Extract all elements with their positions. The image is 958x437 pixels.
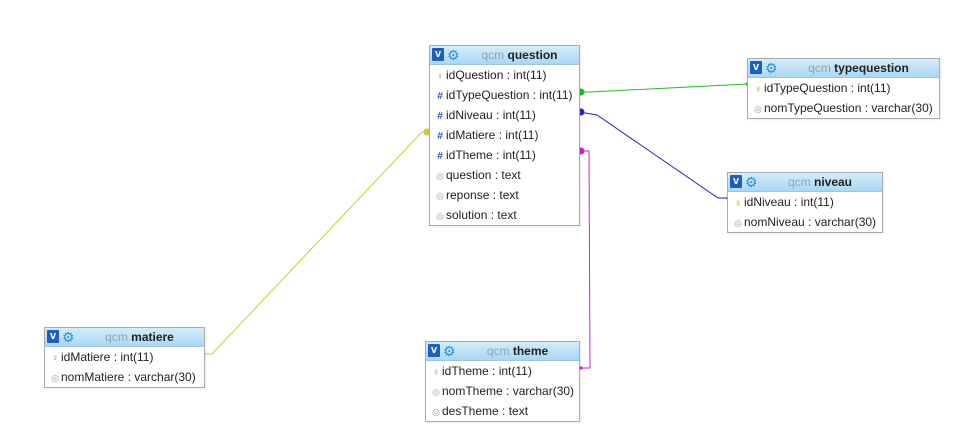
column-icon: ◎ [51,373,59,383]
column-row[interactable]: ◎nomTheme : varchar(30) [426,381,579,401]
column-row[interactable]: ◎desTheme : text [426,401,579,421]
column-label: idTheme : int(11) [446,148,536,162]
database-name: qcm [787,175,811,189]
column-label: question : text [446,168,521,182]
column-label: nomTheme : varchar(30) [442,384,575,398]
column-label: desTheme : text [442,404,529,418]
column-row[interactable]: ◎solution : text [430,205,579,225]
column-icon: ◎ [436,171,444,181]
column-icon: ◎ [754,104,762,114]
table-header[interactable]: v ⚙ qcm theme [426,342,579,361]
column-label: idQuestion : int(11) [446,68,547,82]
gear-icon[interactable]: ⚙ [447,47,460,63]
column-label: idNiveau : int(11) [744,195,834,209]
key-icon: ♀ [432,367,440,378]
table-title: qcm matiere [79,328,200,346]
collapse-toggle-icon[interactable]: v [730,175,742,188]
column-row[interactable]: ◎nomNiveau : varchar(30) [728,212,882,232]
table-title: qcm theme [460,342,575,360]
gear-icon[interactable]: ⚙ [62,329,75,345]
collapse-toggle-icon[interactable]: v [750,61,762,74]
key-icon: ♀ [754,84,762,95]
table-name: theme [512,344,549,358]
column-icon: ◎ [734,218,742,228]
collapse-toggle-icon[interactable]: v [47,330,59,343]
table-title: qcm niveau [762,173,878,191]
column-row[interactable]: ◎question : text [430,165,579,185]
table-typequestion[interactable]: v ⚙ qcm typequestion ♀idTypeQuestion : i… [747,58,940,119]
table-name: typequestion [834,61,909,75]
foreign-key-icon: # [437,111,443,122]
gear-icon[interactable]: ⚙ [745,174,758,190]
database-name: qcm [481,48,505,62]
table-header[interactable]: v ⚙ qcm typequestion [748,59,939,78]
table-question[interactable]: v ⚙ qcm question ♀idQuestion : int(11) #… [429,45,580,226]
key-icon: ♀ [51,353,59,364]
collapse-toggle-icon[interactable]: v [428,344,440,357]
table-title: qcm typequestion [782,59,935,77]
column-label: nomTypeQuestion : varchar(30) [764,101,933,115]
column-row[interactable]: ◎nomMatiere : varchar(30) [45,367,204,387]
column-row[interactable]: #idMatiere : int(11) [430,125,579,145]
relation-line-theme [579,150,591,369]
column-label: idTypeQuestion : int(11) [764,81,891,95]
column-label: idMatiere : int(11) [446,128,539,142]
column-icon: ◎ [432,387,440,397]
gear-icon[interactable]: ⚙ [765,60,778,76]
foreign-key-icon: # [437,91,443,102]
table-name: matiere [131,330,174,344]
foreign-key-icon: # [437,131,443,142]
column-icon: ◎ [436,211,444,221]
column-row[interactable]: #idNiveau : int(11) [430,105,579,125]
key-icon: ♀ [734,198,742,209]
table-header[interactable]: v ⚙ qcm matiere [45,328,204,347]
column-row[interactable]: ♀idTheme : int(11) [426,361,579,381]
column-label: nomNiveau : varchar(30) [744,215,877,229]
column-icon: ◎ [432,407,440,417]
column-row[interactable]: ♀idMatiere : int(11) [45,347,204,367]
column-row[interactable]: #idTheme : int(11) [430,145,579,165]
column-label: idTheme : int(11) [442,364,532,378]
database-name: qcm [105,330,128,344]
column-row[interactable]: #idTypeQuestion : int(11) [430,85,579,105]
column-row[interactable]: ♀idNiveau : int(11) [728,192,882,212]
key-icon: ♀ [436,71,444,82]
column-label: reponse : text [446,188,519,202]
column-label: idMatiere : int(11) [61,350,154,364]
column-row[interactable]: ♀idTypeQuestion : int(11) [748,78,939,98]
table-name: niveau [814,175,853,189]
foreign-key-icon: # [437,151,443,162]
column-label: nomMatiere : varchar(30) [61,370,196,384]
database-name: qcm [808,61,831,75]
relation-line-typequestion [579,83,748,93]
table-header[interactable]: v ⚙ qcm niveau [728,173,882,192]
column-label: solution : text [446,208,517,222]
column-row[interactable]: ♀idQuestion : int(11) [430,65,579,85]
column-icon: ◎ [436,191,444,201]
column-label: idNiveau : int(11) [446,108,536,122]
collapse-toggle-icon[interactable]: v [432,48,444,61]
table-title: qcm question [464,46,575,64]
database-name: qcm [486,344,510,358]
column-label: idTypeQuestion : int(11) [446,88,573,102]
table-name: question [507,48,558,62]
column-row[interactable]: ◎reponse : text [430,185,579,205]
relation-line-matiere [204,131,428,355]
relation-line-niveau [578,111,728,199]
table-niveau[interactable]: v ⚙ qcm niveau ♀idNiveau : int(11) ◎nomN… [727,172,883,233]
table-theme[interactable]: v ⚙ qcm theme ♀idTheme : int(11) ◎nomThe… [425,341,580,422]
gear-icon[interactable]: ⚙ [443,343,456,359]
table-header[interactable]: v ⚙ qcm question [430,46,579,65]
table-matiere[interactable]: v ⚙ qcm matiere ♀idMatiere : int(11) ◎no… [44,327,205,388]
column-row[interactable]: ◎nomTypeQuestion : varchar(30) [748,98,939,118]
